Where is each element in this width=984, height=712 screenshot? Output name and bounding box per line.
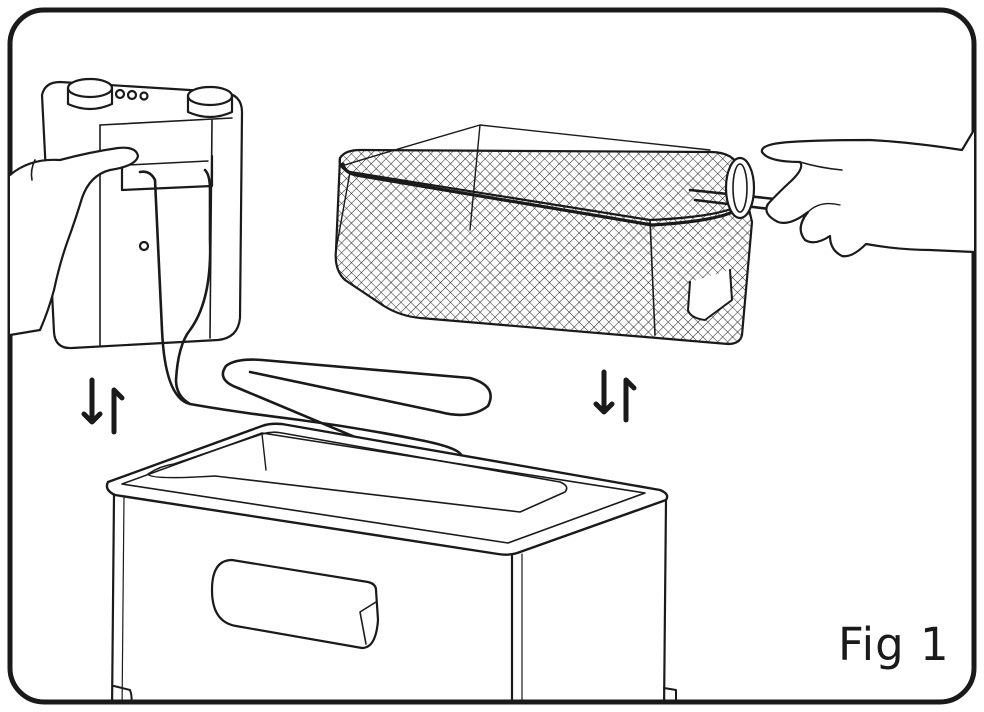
heating-element [138,168,492,464]
indicator-light [138,240,150,252]
frying-basket [334,124,864,346]
thermostat-knob [66,77,114,111]
fryer-tank [105,422,677,702]
control-head [40,77,244,350]
up-down-arrow-icon [81,377,125,435]
left-hand [10,146,140,337]
timer-knob [186,85,234,119]
figure-caption: Fig 1 [838,618,950,671]
up-down-arrow-icon [593,369,637,423]
tank-side-handle [210,558,380,650]
right-hand [760,128,974,258]
